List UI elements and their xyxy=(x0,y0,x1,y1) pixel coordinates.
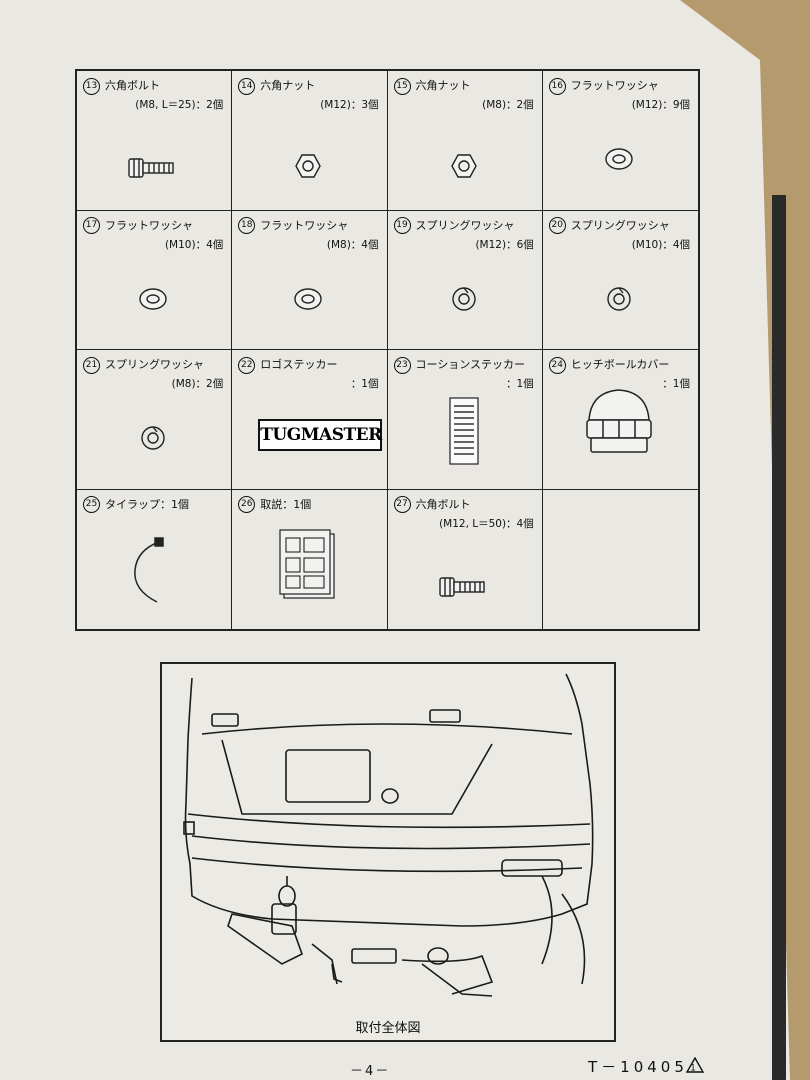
vehicle-rear-icon xyxy=(183,673,594,997)
part-name: ヒッチボールカバー xyxy=(570,358,670,371)
part-spec: ：1個 xyxy=(350,378,379,390)
part-spec: (M12)：9個 xyxy=(631,99,690,111)
part-spec: (M12)：3個 xyxy=(320,99,379,111)
part-number: 22 xyxy=(238,356,256,374)
svg-text:1: 1 xyxy=(690,1064,700,1074)
part-header: 15 六角ナット xyxy=(393,77,471,95)
part-number: 21 xyxy=(83,356,100,374)
part-number: 23 xyxy=(393,356,411,374)
part-cell-18: 18 フラットワッシャ (M8)：4個 xyxy=(232,210,388,350)
part-name: 六角ナット xyxy=(415,79,471,92)
part-name: タイラップ：1個 xyxy=(105,497,189,511)
part-cell-25: 25 タイラップ：1個 xyxy=(77,489,233,629)
part-spec: (M8)：4個 xyxy=(326,238,379,251)
part-header: 22 ロゴステッカー xyxy=(238,356,337,374)
part-spec: ：1個 xyxy=(662,378,690,390)
part-number: 16 xyxy=(548,77,566,95)
part-spec: (M8, L＝25)：2個 xyxy=(135,99,224,111)
parts-list-table: 13 六角ボルト (M8, L＝25)：2個 14 六角ナット (M12)：3個 15 六角ナ… xyxy=(75,69,700,631)
part-name: スプリングワッシャ xyxy=(415,218,515,232)
part-name: 六角ボルト xyxy=(415,497,471,511)
part-number: 25 xyxy=(83,496,100,513)
part-name: フラットワッシャ xyxy=(570,79,659,92)
installation-overview-drawing: 取付全体図 xyxy=(160,662,616,1042)
part-cell-27: 27 六角ボルト (M12, L＝50)：4個 xyxy=(388,489,543,629)
part-cell-13: 13 六角ボルト (M8, L＝25)：2個 xyxy=(77,71,233,211)
part-header: 24 ヒッチボールカバー xyxy=(548,356,670,374)
part-number: 26 xyxy=(238,496,256,513)
part-header: 25 タイラップ：1個 xyxy=(83,496,189,513)
part-number: 15 xyxy=(393,77,411,95)
part-cell-20: 20 スプリングワッシャ (M10)：4個 xyxy=(542,211,698,350)
part-header: 17 フラットワッシャ xyxy=(83,217,193,234)
part-cell-23: 23 コーションステッカー ：1個 xyxy=(387,350,543,490)
part-name: スプリングワッシャ xyxy=(570,218,670,232)
logo-sticker-icon: TUGMASTER xyxy=(258,419,382,451)
part-header: 26 取説：1個 xyxy=(238,496,312,513)
part-name: 取説：1個 xyxy=(260,497,312,511)
part-spec: (M10)：4個 xyxy=(164,238,224,251)
part-spec: (M12, L＝50)：4個 xyxy=(439,517,534,530)
part-name: スプリングワッシャ xyxy=(105,358,204,371)
part-cell-17: 17 フラットワッシャ (M10)：4個 xyxy=(77,210,233,350)
part-header: 14 六角ナット xyxy=(238,77,315,95)
part-spec: (M8)：2個 xyxy=(482,99,534,111)
part-number: 24 xyxy=(548,356,566,374)
part-header: 27 六角ボルト xyxy=(393,496,471,513)
part-cell-22: 22 ロゴステッカー ：1個 TUGMASTER xyxy=(232,350,388,490)
part-number: 27 xyxy=(393,496,411,513)
part-header: 23 コーションステッカー xyxy=(393,356,526,374)
part-cell-14: 14 六角ナット (M12)：3個 xyxy=(232,71,388,211)
revision-triangle-icon: 1 xyxy=(685,1056,705,1074)
part-number: 19 xyxy=(393,217,411,234)
part-number: 14 xyxy=(238,77,256,95)
part-spec: (M12)：6個 xyxy=(475,238,534,251)
background-edge xyxy=(772,195,786,1080)
part-cell-15: 15 六角ナット (M8)：2個 xyxy=(387,71,543,211)
part-name: コーションステッカー xyxy=(415,358,526,371)
part-number: 20 xyxy=(548,217,566,234)
page-number: －4－ xyxy=(350,1064,391,1079)
part-header: 13 六角ボルト xyxy=(83,77,160,95)
part-number: 13 xyxy=(83,77,100,95)
document-number-text: T－10405 xyxy=(588,1058,688,1076)
part-number: 17 xyxy=(83,217,100,234)
part-name: ロゴステッカー xyxy=(260,358,338,371)
part-name: フラットワッシャ xyxy=(260,218,349,232)
part-header: 18 フラットワッシャ xyxy=(238,217,349,234)
part-cell-empty xyxy=(543,490,698,630)
part-cell-19: 19 スプリングワッシャ (M12)：6個 xyxy=(387,210,543,350)
part-spec: (M8)：2個 xyxy=(171,378,224,390)
part-cell-16: 16 フラットワッシャ (M12)：9個 xyxy=(542,71,698,211)
part-header: 16 フラットワッシャ xyxy=(548,77,659,95)
part-cell-24: 24 ヒッチボールカバー ：1個 xyxy=(542,350,698,490)
part-number: 18 xyxy=(238,217,256,234)
part-header: 19 スプリングワッシャ xyxy=(393,217,515,234)
part-name: フラットワッシャ xyxy=(105,218,193,232)
part-header: 20 スプリングワッシャ xyxy=(548,217,670,234)
part-name: 六角ナット xyxy=(260,79,316,92)
drawing-caption: 取付全体図 xyxy=(355,1021,421,1036)
part-name: 六角ボルト xyxy=(105,79,160,92)
part-spec: ：1個 xyxy=(506,378,534,390)
part-header: 21 スプリングワッシャ xyxy=(83,356,204,374)
part-cell-26: 26 取説：1個 xyxy=(232,489,388,629)
part-spec: (M10)：4個 xyxy=(631,238,690,251)
part-cell-21: 21 スプリングワッシャ (M8)：2個 xyxy=(77,350,233,490)
